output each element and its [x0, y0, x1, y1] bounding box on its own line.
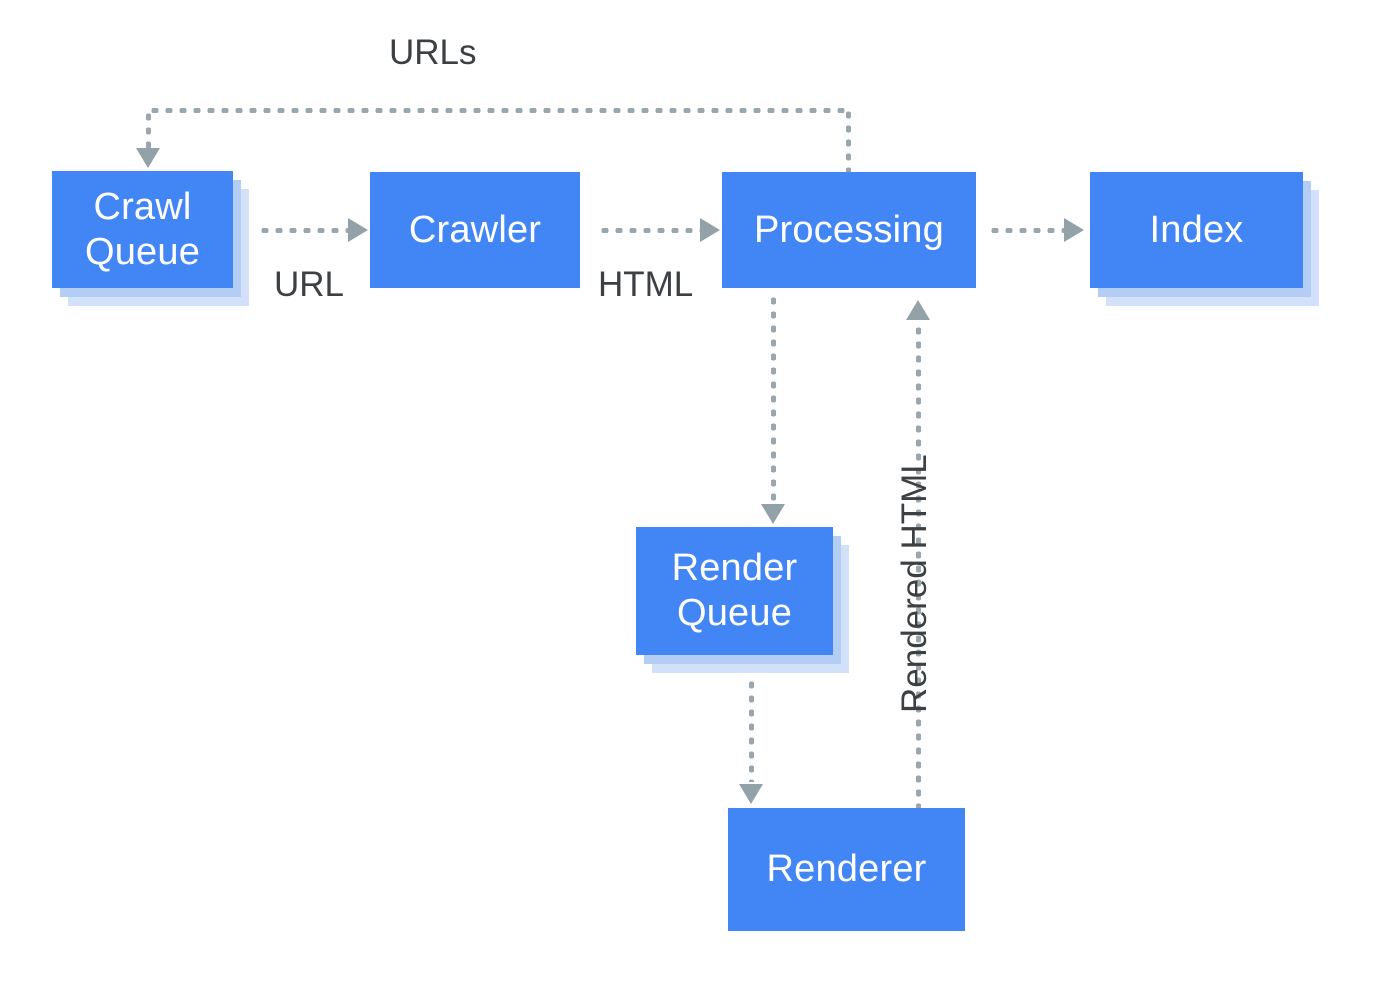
- node-renderer[interactable]: Renderer: [728, 808, 965, 931]
- connector-urls-horizontal: [148, 108, 851, 113]
- node-face: Renderer: [728, 808, 965, 931]
- connector-render-queue-to-renderer: [749, 678, 754, 782]
- node-face: Crawl Queue: [52, 171, 233, 288]
- node-face: Render Queue: [636, 527, 833, 655]
- connector-processing-to-render-queue: [771, 294, 776, 502]
- connector-html: [598, 228, 705, 233]
- connector-url: [258, 228, 353, 233]
- arrowhead-into-renderer: [739, 784, 763, 804]
- edge-label-url: URL: [274, 265, 345, 304]
- arrowhead-into-render-queue: [761, 504, 785, 524]
- node-face: Index: [1090, 172, 1303, 288]
- edge-label-urls: URLs: [389, 33, 477, 72]
- node-label-index: Index: [1149, 208, 1244, 251]
- node-crawler[interactable]: Crawler: [370, 172, 580, 288]
- edge-label-html: HTML: [598, 265, 694, 304]
- node-label-processing: Processing: [754, 208, 944, 251]
- arrowhead-into-index: [1064, 218, 1084, 242]
- connector-urls-vertical-riser: [846, 108, 851, 174]
- edge-label-rendered-html: Rendered HTML: [895, 454, 934, 713]
- node-render-queue[interactable]: Render Queue: [636, 527, 849, 673]
- node-face: Processing: [722, 172, 976, 288]
- node-label-crawler: Crawler: [408, 208, 542, 251]
- node-label-render-queue: Render Queue: [671, 547, 798, 634]
- arrowhead-rendered-html-into-processing: [906, 300, 930, 320]
- connector-urls-vertical-drop: [146, 110, 151, 152]
- arrowhead-html-into-processing: [700, 218, 720, 242]
- node-label-renderer: Renderer: [766, 848, 927, 891]
- node-face: Crawler: [370, 172, 580, 288]
- connector-rendered-html: [916, 324, 921, 810]
- arrowhead-url-into-crawler: [348, 218, 368, 242]
- arrowhead-urls-into-crawl-queue: [136, 148, 160, 168]
- node-processing[interactable]: Processing: [722, 172, 976, 288]
- node-label-crawl-queue: Crawl Queue: [84, 185, 201, 273]
- node-index[interactable]: Index: [1090, 172, 1319, 306]
- node-crawl-queue[interactable]: Crawl Queue: [52, 171, 249, 306]
- connector-processing-to-index: [988, 228, 1067, 233]
